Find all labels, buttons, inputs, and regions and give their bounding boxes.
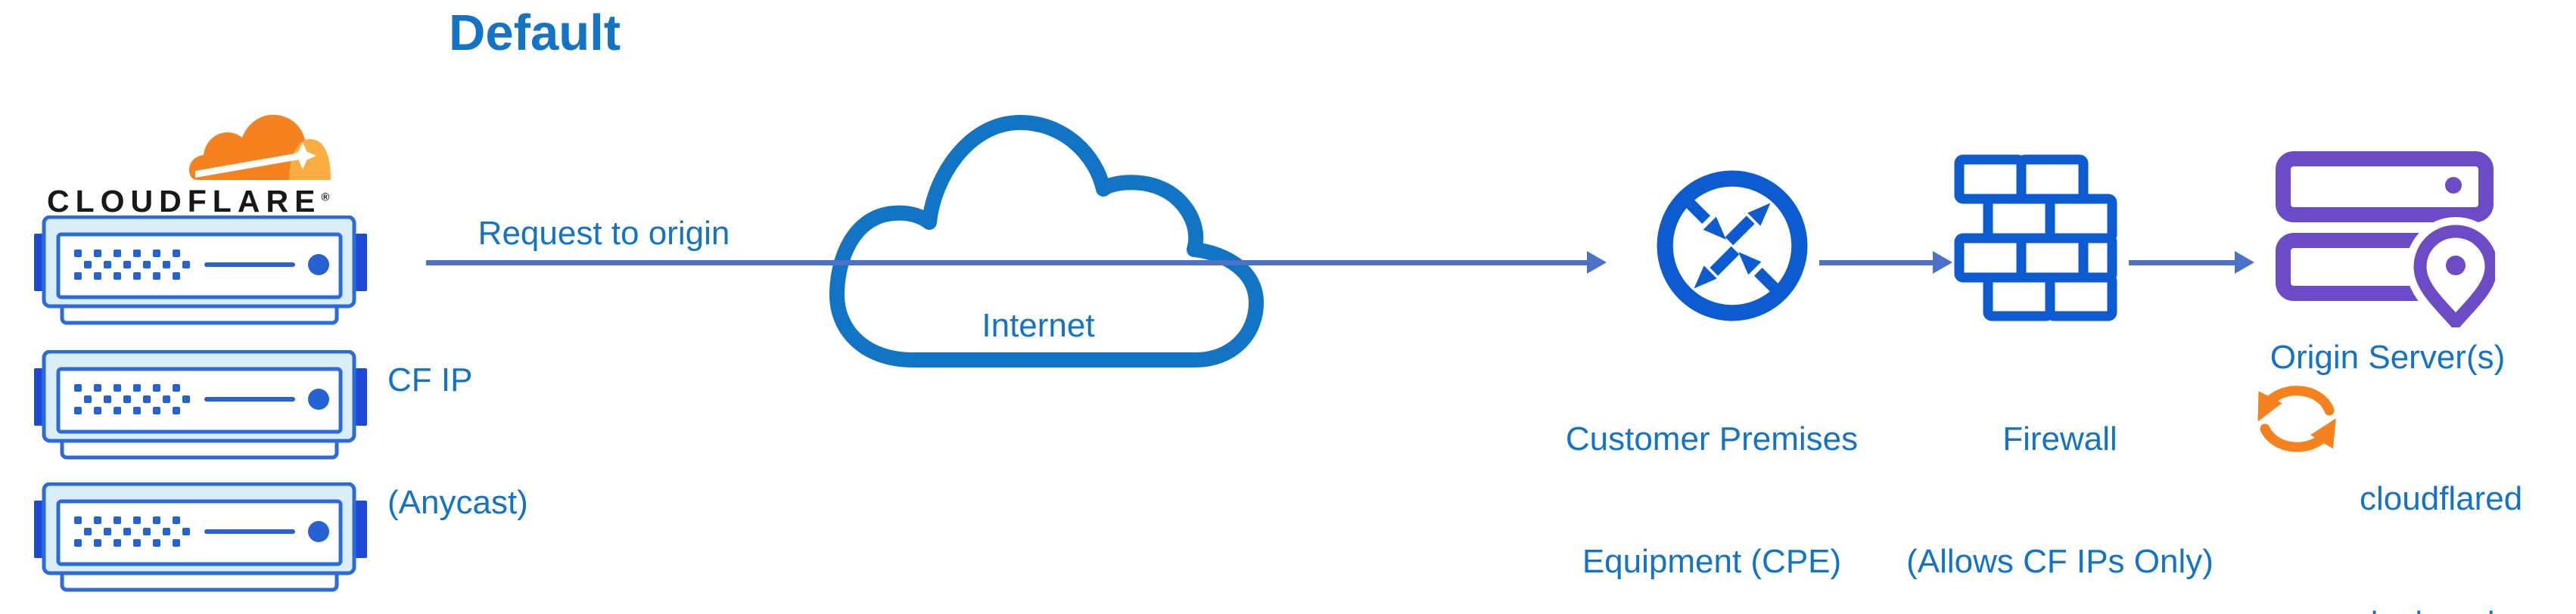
cpe-router-icon <box>1657 170 1808 321</box>
sync-arrows-icon <box>2257 386 2336 452</box>
origin-servers-icon <box>2276 151 2495 327</box>
arrow-right-icon <box>1587 251 1607 274</box>
edge-server-icon <box>34 350 372 460</box>
request-to-origin-label: Request to origin <box>478 215 730 252</box>
cpe-label: Customer Premises Equipment (CPE) <box>1565 420 1859 580</box>
cloudflared-note: cloudflared deployed on servers <box>2360 480 2541 614</box>
request-arrow-line <box>426 260 1587 265</box>
edge-server-icon <box>34 216 372 325</box>
page-title: Default <box>449 5 621 61</box>
cloudflare-wordmark: CLOUDFLARE® <box>47 184 330 219</box>
arrow-right-icon <box>2235 251 2254 274</box>
firewall-label: Firewall (Allows CF IPs Only) <box>1906 420 2214 580</box>
internet-cloud-icon <box>829 115 1264 367</box>
origin-servers-label: Origin Server(s) <box>2270 339 2506 376</box>
registered-mark: ® <box>321 191 330 204</box>
firewall-brick-icon <box>1954 154 2117 321</box>
location-pin-icon <box>2405 216 2495 327</box>
cf-ip-anycast-label: CF IP (Anycast) <box>387 361 528 521</box>
internet-label: Internet <box>982 307 1095 344</box>
edge-server-icon <box>34 482 372 592</box>
arrow-right-icon <box>1933 251 1952 274</box>
firewall-origin-arrow-line <box>2129 260 2235 265</box>
cloudflare-logo-cloud-icon <box>189 114 331 180</box>
cpe-firewall-arrow-line <box>1819 260 1933 265</box>
